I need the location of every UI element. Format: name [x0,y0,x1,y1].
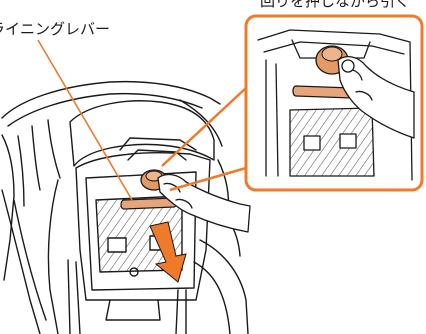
lever-label: ライニングレバー [0,22,110,37]
lever-leader-line [38,40,132,200]
zoom-inset [246,16,422,190]
callout-label: 回りを押しながら引く [258,0,412,9]
